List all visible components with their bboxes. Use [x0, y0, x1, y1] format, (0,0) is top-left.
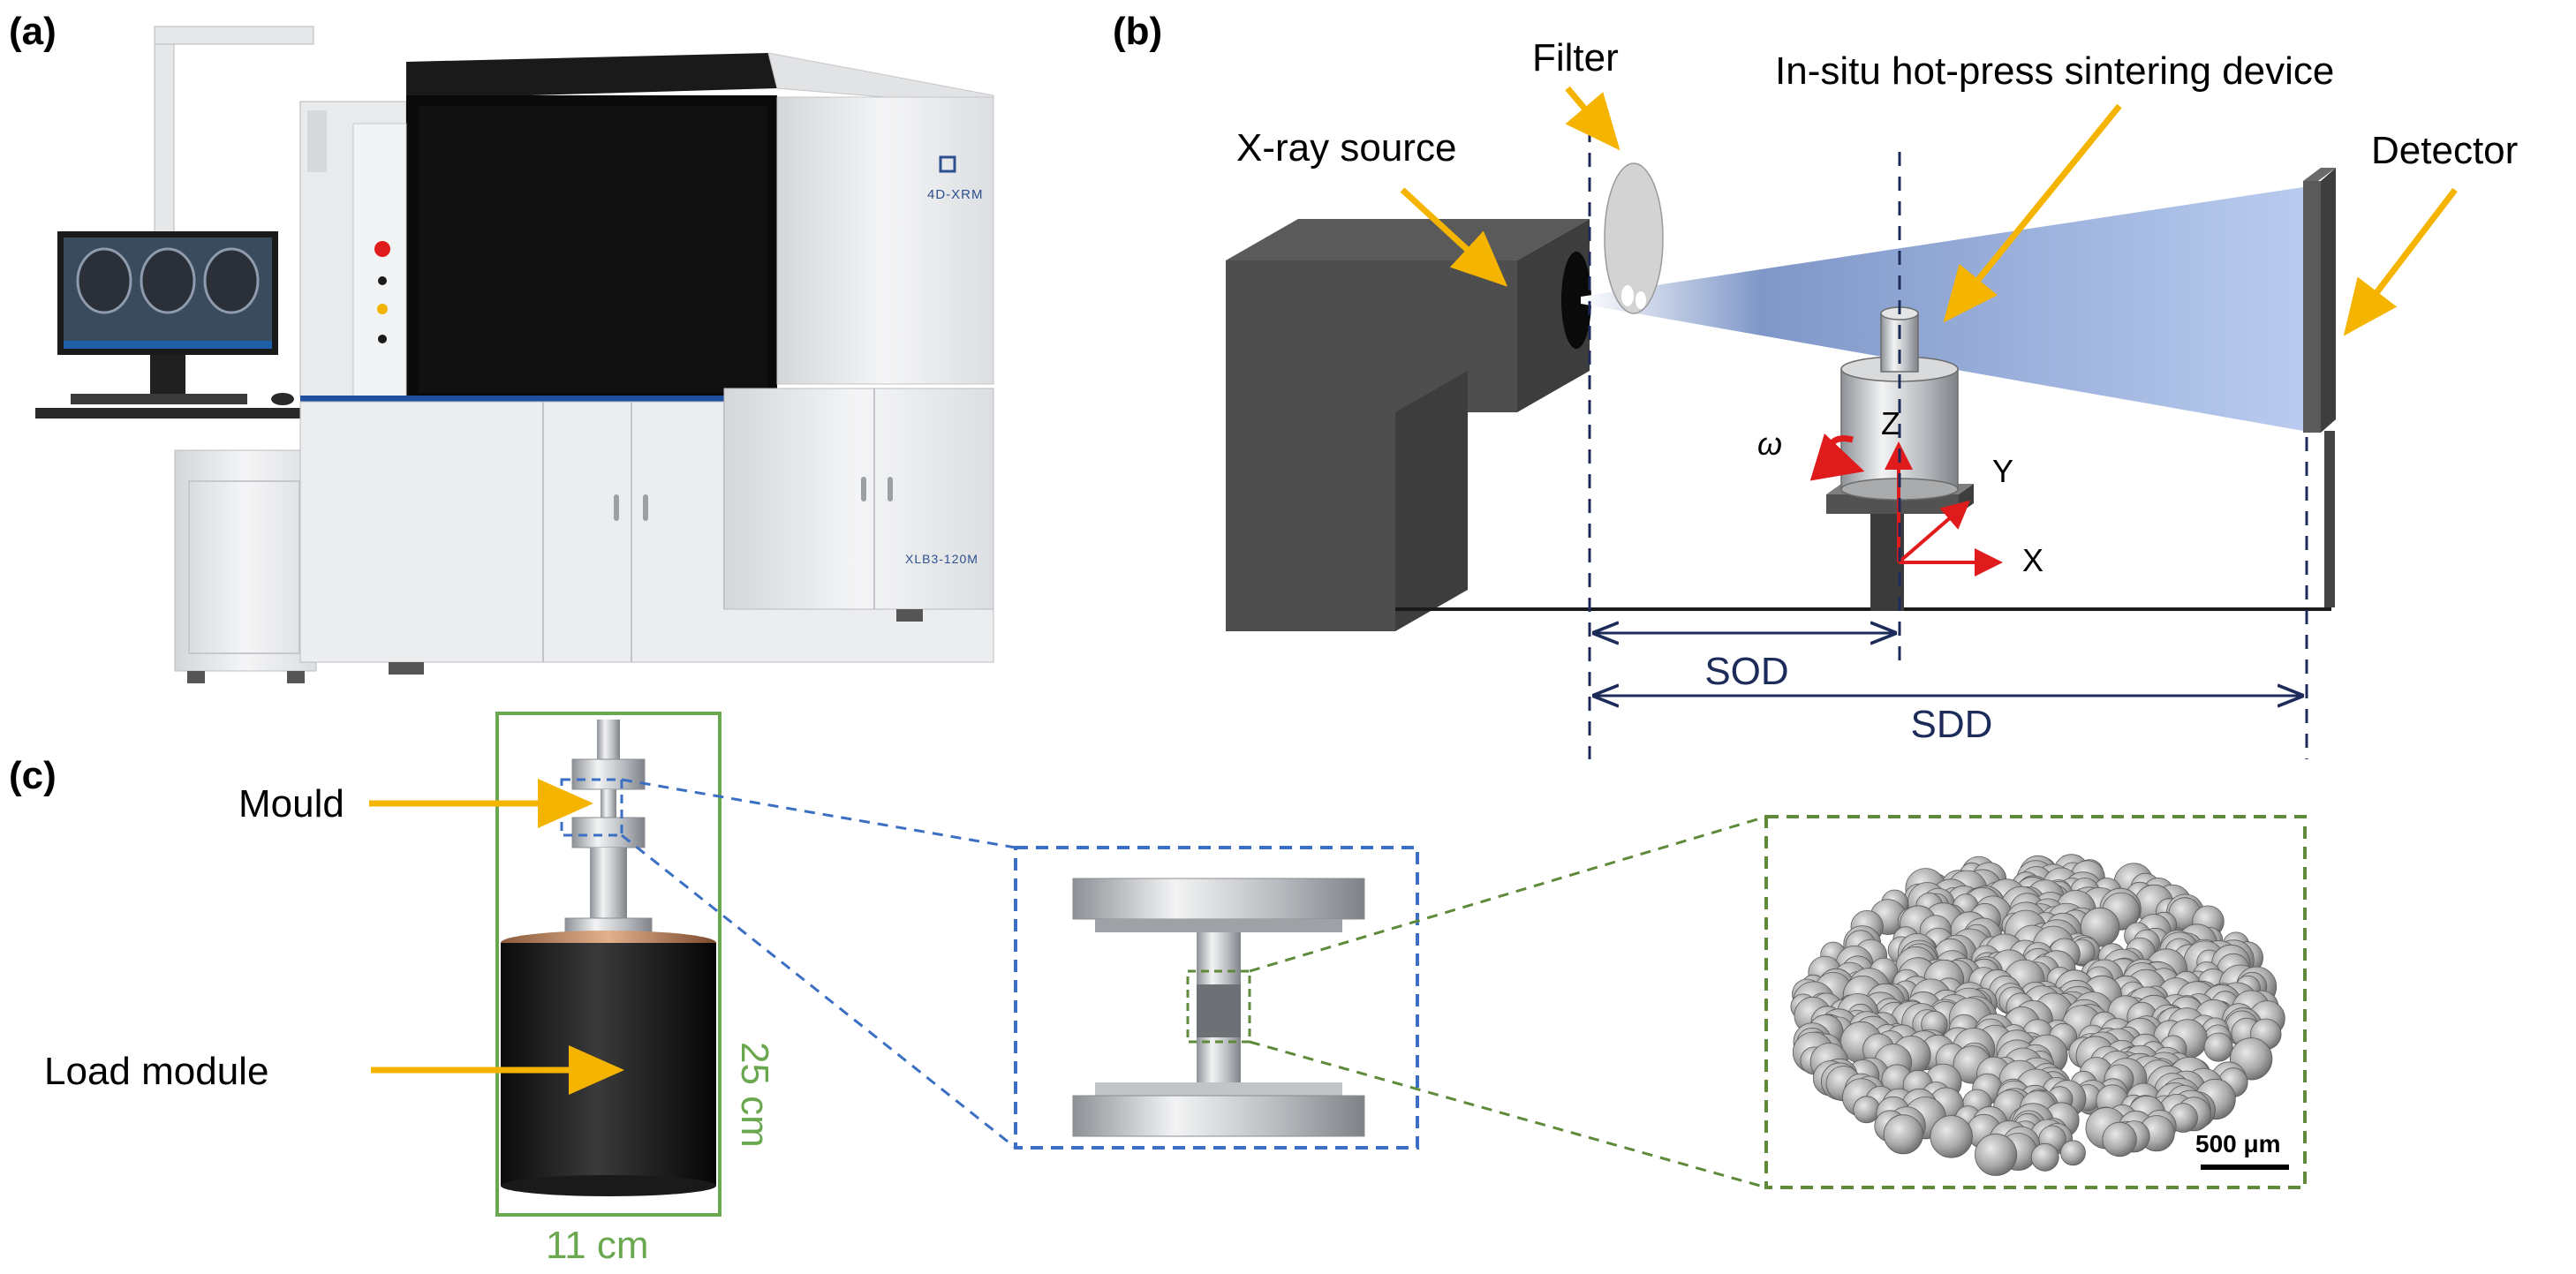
main-unit-lid: [406, 53, 777, 99]
brand-text: 4D-XRM: [927, 187, 984, 202]
sample-zoom-box: [1186, 969, 1251, 1044]
mouse: [271, 393, 294, 405]
xray-source-window: [1561, 252, 1591, 349]
load-frame-box: [495, 712, 721, 1217]
monitor-stand: [150, 355, 185, 394]
xray-beam: [1581, 187, 2303, 431]
scale-bar-label: 500 μm: [2195, 1130, 2281, 1157]
sod-label: SOD: [1704, 650, 1788, 693]
detector: [2303, 168, 2336, 607]
xray-microscope-photo: 4D-XRM XLB3-120M: [35, 26, 994, 683]
panel-c: (c) Mould Load module 25 cm 11 cm: [9, 712, 2307, 1267]
device-arrow: [1943, 103, 2122, 323]
powder-particle: [1883, 1114, 1923, 1155]
powder-particle: [2060, 1140, 2086, 1166]
green-connector-bottom: [1249, 1040, 1767, 1189]
filter-disk: [1604, 162, 1664, 314]
blue-stripe: [300, 396, 993, 402]
desk-surface: [35, 408, 322, 418]
filter-arrow: [1565, 86, 1620, 151]
emergency-button: [374, 241, 390, 257]
axis-y-label: Y: [1992, 453, 2013, 489]
keyboard: [71, 394, 247, 404]
height-label: 25 cm: [733, 1042, 776, 1148]
xray-source-arrow: [1400, 187, 1508, 287]
panel-a: (a): [9, 10, 994, 683]
device-label: In-situ hot-press sintering device: [1775, 49, 2334, 93]
panel-b-label: (b): [1113, 10, 1162, 53]
side-cabinet: [174, 449, 317, 672]
panel-c-label: (c): [9, 754, 57, 797]
powder-particle: [1853, 1096, 1881, 1124]
sdd-label: SDD: [1911, 703, 1993, 746]
blue-connector-top: [621, 778, 1016, 849]
axis-x-label: X: [2022, 542, 2043, 578]
powder-particle: [2102, 1121, 2137, 1157]
green-connector-top: [1249, 815, 1767, 973]
xray-source-label: X-ray source: [1236, 126, 1456, 170]
powder-particle: [1930, 1115, 1973, 1158]
axis-z-label: Z: [1881, 405, 1900, 441]
brand-logo: 4D-XRM: [927, 155, 984, 202]
panel-a-label: (a): [9, 10, 57, 53]
powder-compact-render: [1790, 854, 2285, 1176]
panel-b: (b): [1113, 10, 2518, 759]
monitor-arm-top: [154, 26, 314, 45]
omega-label: ω: [1757, 426, 1782, 462]
filter-label: Filter: [1532, 36, 1619, 79]
main-unit-right-panel: [776, 96, 994, 385]
load-module-label: Load module: [44, 1050, 268, 1093]
powder-particle: [1975, 1133, 2018, 1176]
rotation-arrow: [1809, 433, 1865, 481]
xray-source-block: [1226, 219, 1591, 631]
detector-label: Detector: [2371, 129, 2518, 172]
mould-label: Mould: [238, 782, 344, 825]
load-module-cylinder: [501, 943, 716, 1186]
mould-closeup: [1072, 878, 1365, 1137]
width-label: 11 cm: [546, 1224, 649, 1267]
powder-particle: [2203, 1032, 2233, 1062]
detector-arrow: [2343, 187, 2458, 336]
model-text: XLB3-120M: [905, 552, 978, 566]
powder-particle: [2030, 1142, 2059, 1172]
blue-connector-bottom: [621, 833, 1016, 1150]
